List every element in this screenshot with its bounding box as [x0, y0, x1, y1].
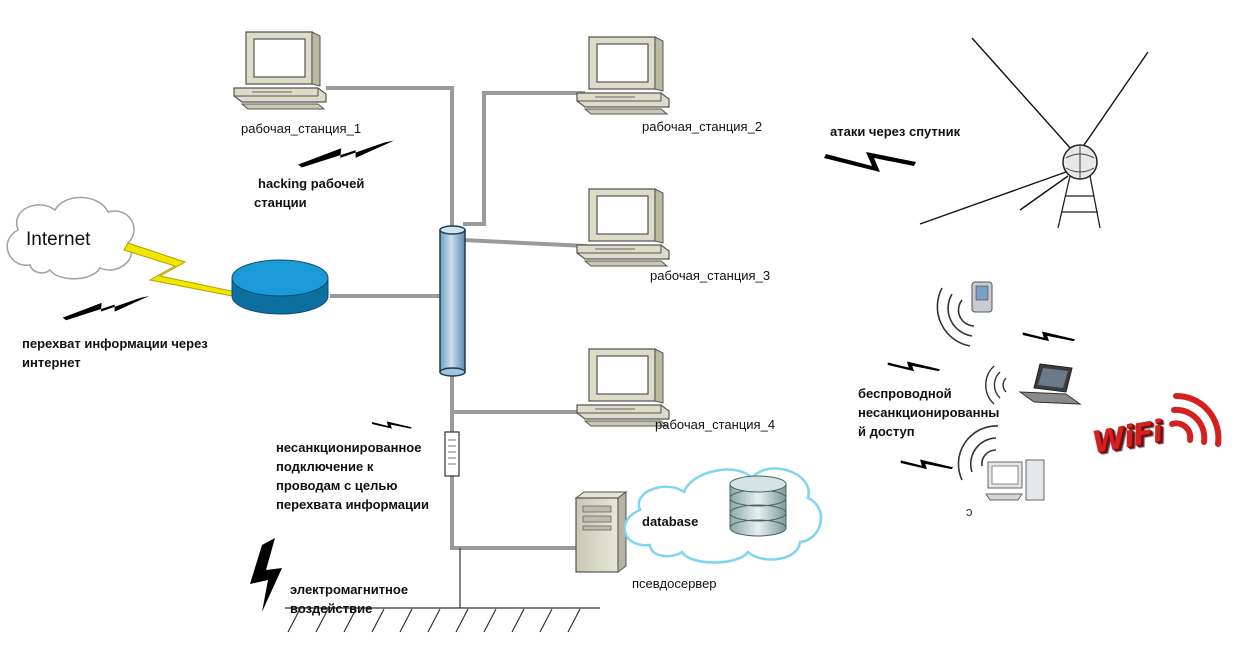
internet-label: Internet: [26, 229, 91, 250]
ground-symbol: [285, 548, 600, 633]
workstation-1-label: рабочая_станция_1: [241, 121, 362, 136]
wireless-threat-line-3: й доступ: [858, 424, 915, 439]
hacking-threat-line-1: hacking рабочей: [258, 176, 365, 191]
em-threat-line-2: воздействие: [290, 601, 373, 616]
satellite-threat-label: атаки через спутник: [830, 124, 961, 139]
workstation-2-computer: [576, 36, 670, 115]
workstation-2-label: рабочая_станция_2: [642, 119, 763, 134]
hacking-threat-label: hacking рабочей станции: [254, 174, 365, 212]
wireless-waves-laptop-icon: [985, 365, 1007, 405]
satellite-icon: [919, 37, 1149, 229]
em-threat-label: электромагнитное воздействие: [290, 580, 408, 618]
database-icon: [729, 475, 787, 537]
wifi-logo-waves-icon: [1169, 392, 1222, 447]
wireless-bolt-icon-2: [887, 361, 941, 372]
interception-threat-label: перехват информации через интернет: [22, 334, 208, 372]
router-icon: [231, 259, 329, 315]
workstation-3-computer: [576, 188, 670, 267]
wireless-threat-line-1: беспроводной: [858, 386, 952, 401]
interception-threat-line-2: интернет: [22, 355, 81, 370]
wiretap-threat-line-2: подключение к: [276, 459, 374, 474]
yellow-lightning-icon: [123, 242, 238, 297]
em-threat-line-1: электромагнитное: [290, 582, 409, 597]
cable-ws3: [462, 238, 587, 248]
network-hub: [439, 225, 466, 377]
desktop-pc-icon: [985, 459, 1045, 501]
wireless-bolt-icon-3: [900, 459, 954, 470]
electromagnetic-bolt-icon: [250, 538, 282, 612]
pseudoserver-label: псевдосервер: [632, 576, 717, 591]
database-label: database: [642, 514, 699, 529]
wiretap-threat-line-4: перехвата информации: [276, 497, 429, 512]
satellite-bolt-icon: [824, 152, 916, 172]
cable-ws1: [326, 86, 454, 228]
wiretap-device: [444, 431, 460, 477]
hacking-bolt-icon: [298, 140, 394, 168]
wireless-waves-pda-icon: [936, 287, 975, 347]
wireless-threat-label: беспроводной несанкционированны й доступ: [858, 384, 999, 441]
workstation-1-computer: [233, 31, 327, 110]
workstation-4-computer: [576, 348, 670, 427]
wiretap-threat-line-3: проводам с целью: [276, 478, 398, 493]
interception-bolt-icon: [62, 296, 150, 321]
pda-device-icon: [971, 281, 993, 313]
wireless-threat-line-2: несанкционированны: [858, 405, 1000, 420]
interception-threat-line-1: перехват информации через: [22, 336, 208, 351]
hacking-threat-line-2: станции: [254, 195, 307, 210]
cable-trunk: [450, 374, 580, 550]
wireless-bolt-icon-1: [1022, 331, 1076, 342]
wiretap-threat-label: несанкционированное подключение к провод…: [276, 438, 429, 514]
wiretap-bolt-icon: [372, 421, 412, 429]
wiretap-threat-line-1: несанкционированное: [276, 440, 422, 455]
pseudoserver-icon: [574, 491, 628, 573]
cable-ws2: [463, 91, 585, 226]
internet-cloud: [6, 196, 135, 280]
workstation-3-label: рабочая_станция_3: [650, 268, 771, 283]
laptop-icon: [1018, 363, 1082, 405]
workstation-4-label: рабочая_станция_4: [655, 417, 776, 432]
wireless-waves-desktop-icon: [957, 425, 999, 481]
stray-glyph: ɔ: [966, 504, 973, 519]
